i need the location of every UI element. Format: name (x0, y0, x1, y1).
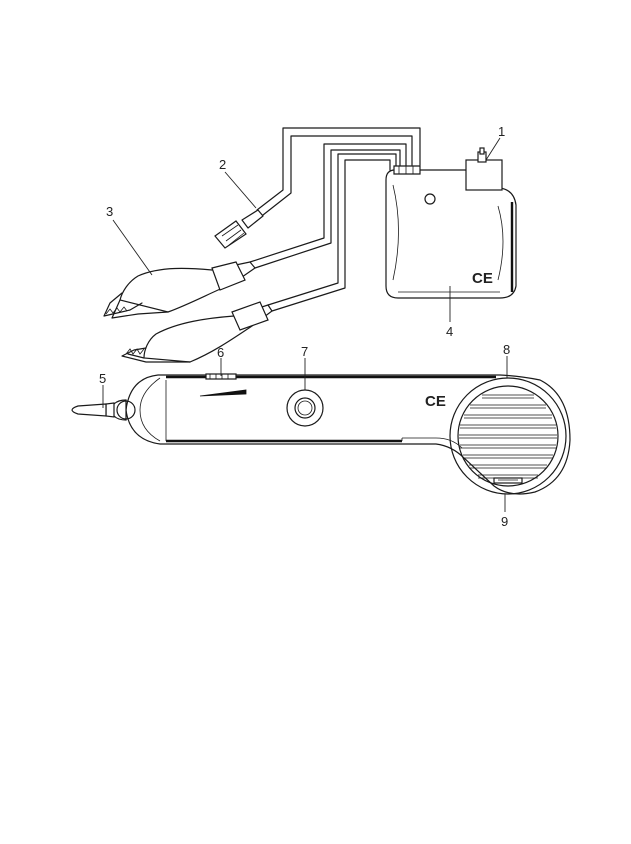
battery-door (494, 478, 522, 483)
callout-8: 8 (503, 342, 510, 357)
callout-3: 3 (106, 204, 113, 219)
alligator-clip-lower (122, 302, 272, 362)
probe-tip (72, 400, 135, 420)
rj11-plug (215, 210, 263, 248)
callout-4: 4 (446, 324, 453, 339)
inductive-probe: CE (72, 374, 570, 494)
probe-ce-mark: CE (425, 393, 446, 410)
power-switch (466, 148, 502, 190)
callout-1: 1 (498, 124, 505, 139)
callout-5: 5 (99, 371, 106, 386)
callout-6: 6 (217, 345, 224, 360)
tone-generator: CE (104, 128, 516, 362)
alligator-clip-upper (104, 262, 255, 318)
callout-7: 7 (301, 344, 308, 359)
callout-2: 2 (219, 157, 226, 172)
callout-9: 9 (501, 514, 508, 529)
generator-ce-mark: CE (472, 270, 493, 287)
